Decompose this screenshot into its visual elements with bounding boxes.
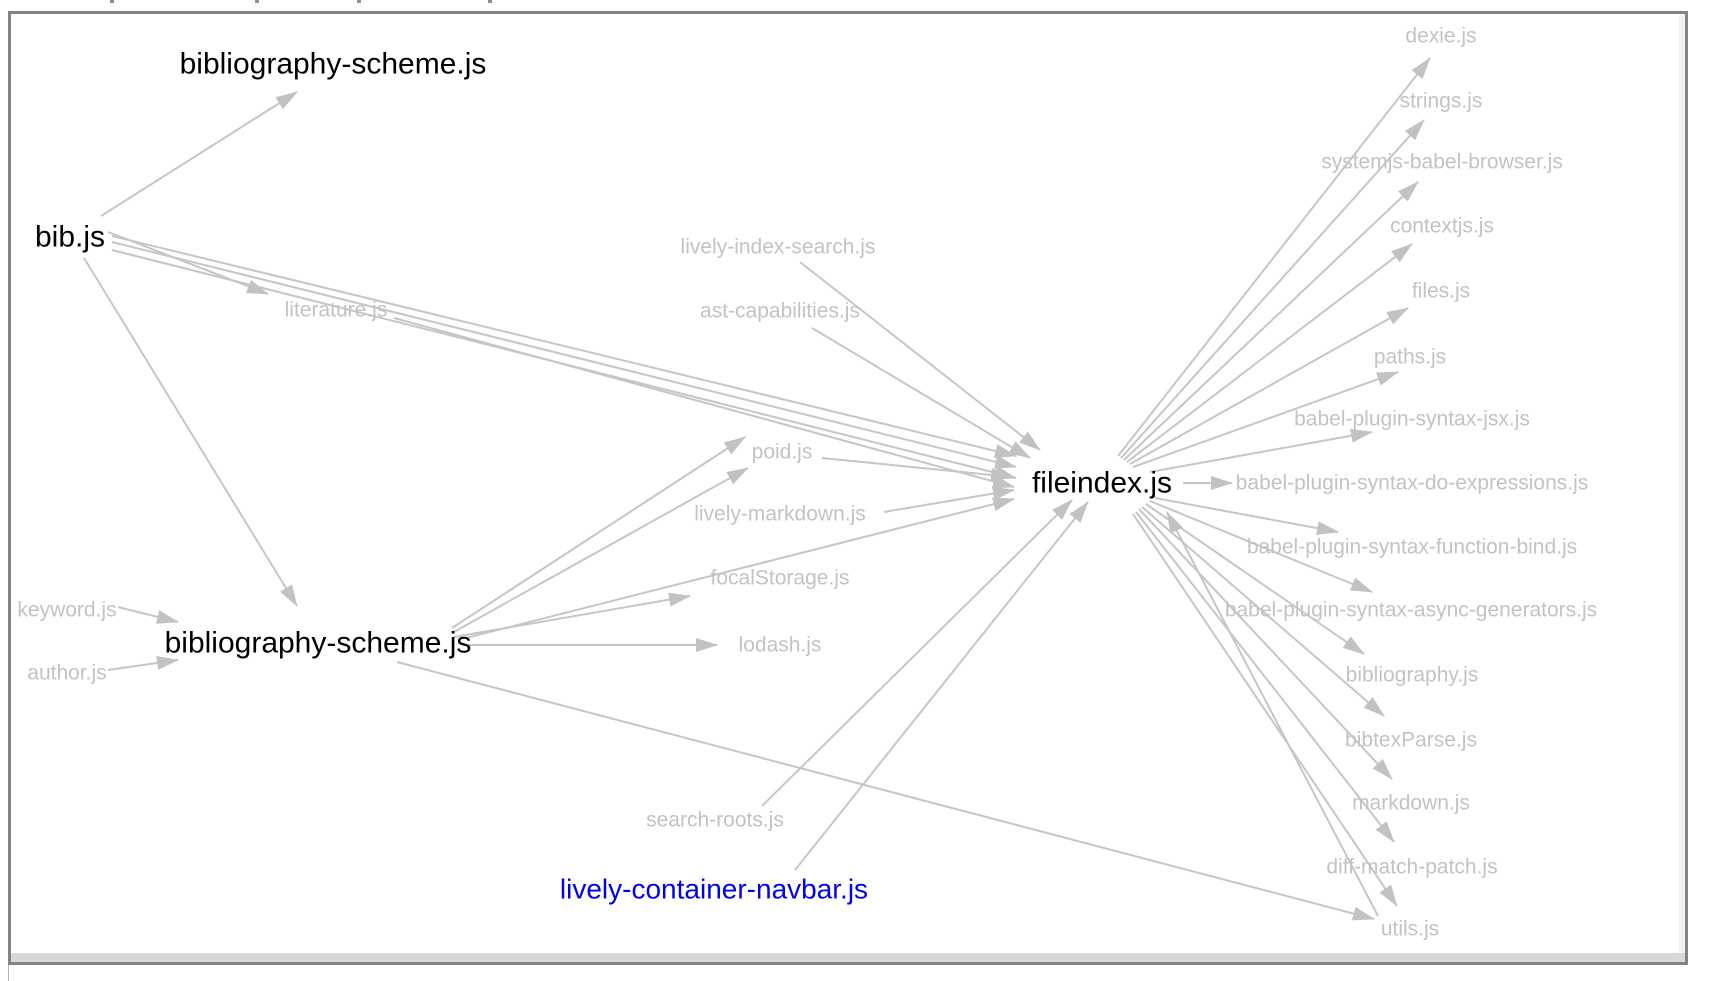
node-contextjs[interactable]: contextjs.js (1390, 215, 1494, 238)
node-babel-plugin-syntax-jsx[interactable]: babel-plugin-syntax-jsx.js (1294, 408, 1530, 431)
edge-literature-to-fileindex (393, 317, 1015, 489)
edge-fileindex-to-contextjs (1126, 243, 1413, 463)
edge-bib-to-fileindex (111, 241, 1017, 469)
edge-fileindex-to-strings (1120, 119, 1425, 459)
node-lively-markdown[interactable]: lively-markdown.js (694, 503, 866, 526)
window-border-fragment (8, 965, 9, 981)
node-systemjs-babel-browser[interactable]: systemjs-babel-browser.js (1321, 151, 1563, 174)
node-fileindex[interactable]: fileindex.js (1032, 467, 1172, 500)
node-literature[interactable]: literature.js (285, 299, 388, 322)
node-ast-capabilities[interactable]: ast-capabilities.js (700, 300, 860, 323)
edge-author-to-bibliography-scheme (107, 656, 179, 671)
horizontal-scrollbar[interactable] (11, 953, 1685, 962)
node-diff-match-patch[interactable]: diff-match-patch.js (1326, 856, 1497, 879)
node-search-roots[interactable]: search-roots.js (646, 809, 784, 832)
node-files[interactable]: files.js (1412, 280, 1470, 303)
node-bib[interactable]: bib.js (35, 221, 105, 254)
node-strings[interactable]: strings.js (1400, 90, 1483, 113)
clipped-text-speck (357, 0, 361, 3)
edge-bibliography-scheme-to-poid (451, 436, 746, 629)
edge-utils-to-fileindex (1166, 511, 1379, 917)
edge-fileindex-to-diff-match-patch (1135, 511, 1395, 843)
clipped-text-speck (110, 0, 114, 3)
node-lively-index-search[interactable]: lively-index-search.js (681, 236, 876, 259)
edge-bib-to-bibliography-scheme (83, 257, 298, 607)
node-keyword[interactable]: keyword.js (17, 599, 116, 622)
edge-bibliography-scheme-to-focalStorage (453, 592, 691, 638)
clipped-text-speck (255, 0, 259, 3)
node-paths[interactable]: paths.js (1374, 346, 1446, 369)
edges-layer (83, 57, 1431, 921)
edge-ast-capabilities-to-fileindex (811, 327, 1031, 459)
node-author[interactable]: author.js (27, 662, 106, 685)
edge-lively-index-search-to-fileindex (799, 261, 1041, 451)
node-poid[interactable]: poid.js (752, 441, 813, 464)
edge-fileindex-to-babel-plugin-syntax-async-generators (1149, 500, 1373, 593)
edge-fileindex-to-babel-plugin-syntax-jsx (1149, 428, 1373, 473)
edge-fileindex-to-paths (1132, 371, 1399, 468)
node-markdown[interactable]: markdown.js (1352, 792, 1470, 815)
dependency-graph-panel (8, 11, 1688, 965)
edge-keyword-to-bibliography-scheme (117, 606, 179, 624)
edge-bib-to-fileindex (111, 235, 1017, 458)
edge-fileindex-to-dexie (1117, 57, 1431, 457)
clipped-text-speck (488, 0, 492, 3)
edge-lively-markdown-to-fileindex (883, 486, 1015, 513)
node-babel-plugin-syntax-function-bind[interactable]: babel-plugin-syntax-function-bind.js (1247, 536, 1577, 559)
node-bibliography-scheme-top[interactable]: bibliography-scheme.js (180, 48, 487, 81)
node-bibliography[interactable]: bibliography.js (1346, 664, 1479, 687)
edge-bibliography-scheme-to-poid (451, 467, 749, 634)
edge-fileindex-to-babel-plugin-syntax-function-bind (1154, 497, 1339, 536)
edge-bib-to-bibliography-scheme-top (100, 91, 298, 217)
node-dexie[interactable]: dexie.js (1405, 25, 1476, 48)
node-focalStorage[interactable]: focalStorage.js (711, 567, 850, 590)
vertical-scrollbar[interactable] (1679, 14, 1685, 953)
node-babel-plugin-syntax-async-generators[interactable]: babel-plugin-syntax-async-generators.js (1225, 599, 1597, 622)
edge-search-roots-to-fileindex (761, 499, 1073, 807)
edge-fileindex-to-files (1129, 307, 1409, 465)
edge-bibliography-scheme-to-utils (396, 661, 1375, 921)
nodes-layer: bibliography-scheme.js bib.js literature.j… (17, 25, 1597, 941)
node-bibliography-scheme[interactable]: bibliography-scheme.js (165, 627, 472, 660)
edge-fileindex-to-systemjs-babel-browser (1123, 181, 1419, 461)
node-lively-container-navbar[interactable]: lively-container-navbar.js (560, 874, 868, 905)
edge-lively-container-navbar-to-fileindex (794, 501, 1089, 871)
edge-bibliography-scheme-to-fileindex (465, 497, 1015, 639)
node-utils[interactable]: utils.js (1381, 918, 1439, 941)
node-babel-plugin-syntax-do-expressions[interactable]: babel-plugin-syntax-do-expressions.js (1236, 472, 1589, 495)
edge-fileindex-to-utils (1132, 513, 1398, 907)
edge-fileindex-to-markdown (1138, 508, 1393, 780)
node-bibtexParse[interactable]: bibtexParse.js (1345, 729, 1477, 752)
edge-poid-to-fileindex (821, 457, 1013, 482)
node-lodash[interactable]: lodash.js (739, 634, 822, 657)
